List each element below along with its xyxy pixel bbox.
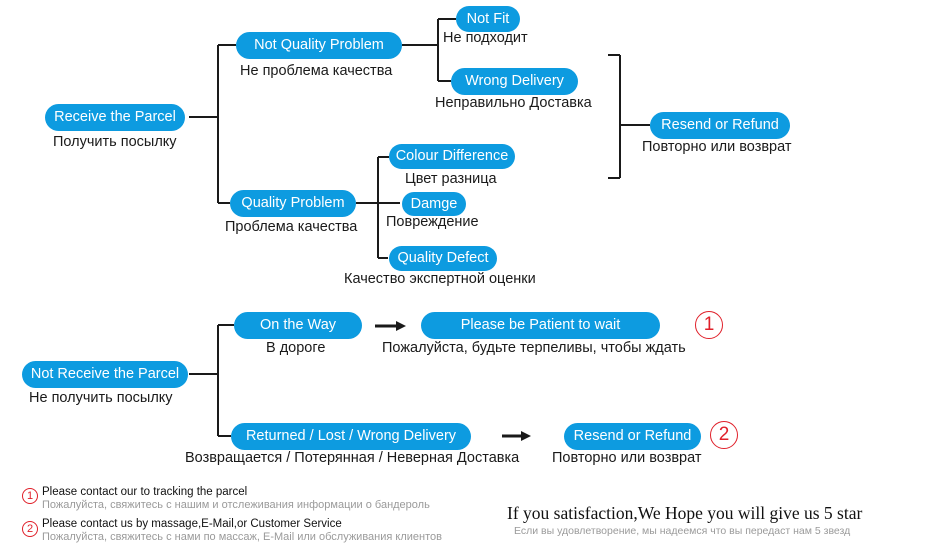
quality-defect-node: Quality Defect — [389, 246, 497, 271]
marker-1-circle: 1 — [695, 311, 723, 339]
please-wait-node: Please be Patient to wait — [421, 312, 660, 339]
receive-parcel-node: Receive the Parcel — [45, 104, 185, 131]
not-receive-parcel-node: Not Receive the Parcel — [22, 361, 188, 388]
not-fit-ru: Не подходит — [443, 30, 528, 46]
wrong-delivery-node: Wrong Delivery — [451, 68, 578, 95]
resend-refund-node-top: Resend or Refund — [650, 112, 790, 139]
not-receive-parcel-ru: Не получить посылку — [29, 390, 173, 406]
note-1-text: Please contact our to tracking the parce… — [42, 486, 248, 498]
resend-refund-ru-bottom: Повторно или возврат — [552, 450, 702, 466]
not-quality-problem-ru: Не проблема качества — [240, 63, 393, 79]
marker-2-circle: 2 — [710, 421, 738, 449]
not-quality-problem-node: Not Quality Problem — [236, 32, 402, 59]
damage-node: Damge — [402, 192, 466, 216]
returned-lost-node: Returned / Lost / Wrong Delivery — [231, 423, 471, 450]
returned-lost-ru: Возвращается / Потерянная / Неверная Дос… — [185, 450, 520, 466]
on-the-way-node: On the Way — [234, 312, 362, 339]
quality-problem-ru: Проблема качества — [225, 219, 358, 235]
note-2-ru: Пожалуйста, свяжитесь с нами по массаж, … — [42, 531, 442, 543]
damage-ru: Повреждение — [386, 214, 479, 230]
colour-difference-node: Colour Difference — [389, 144, 515, 169]
not-fit-node: Not Fit — [456, 6, 520, 32]
wrong-delivery-ru: Неправильно Доставка — [435, 95, 592, 111]
quality-defect-ru: Качество экспертной оценки — [344, 271, 536, 287]
note-1-marker: 1 — [22, 488, 38, 504]
note-2-text: Please contact us by massage,E-Mail,or C… — [42, 518, 342, 530]
receive-parcel-ru: Получить посылку — [53, 134, 177, 150]
quality-problem-node: Quality Problem — [230, 190, 356, 217]
resend-refund-ru-top: Повторно или возврат — [642, 139, 792, 155]
on-the-way-ru: В дороге — [266, 340, 326, 356]
colour-difference-ru: Цвет разница — [405, 171, 497, 187]
slogan-text: If you satisfaction,We Hope you will giv… — [507, 503, 863, 523]
please-wait-ru: Пожалуйста, будьте терпеливы, чтобы ждат… — [382, 340, 686, 356]
resend-refund-node-bottom: Resend or Refund — [564, 423, 701, 450]
note-2-marker: 2 — [22, 521, 38, 537]
note-1-ru: Пожалуйста, свяжитесь с нашим и отслежив… — [42, 499, 430, 511]
slogan-ru: Если вы удовлетворение, мы надеемся что … — [514, 525, 851, 537]
